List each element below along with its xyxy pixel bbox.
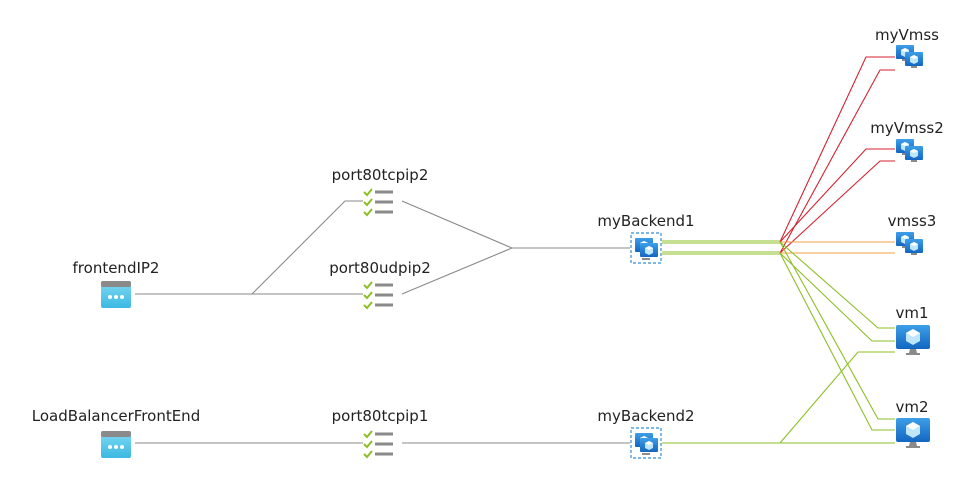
vmss-icon[interactable]	[896, 139, 923, 162]
link-mybackend1-vm1-b	[779, 252, 895, 342]
link-mybackend1-myvmss2-b	[779, 160, 895, 254]
node-label-myvmss[interactable]: myVmss	[875, 26, 939, 44]
vm-icon[interactable]	[896, 325, 930, 355]
link-mybackend1-vm2-a	[779, 241, 895, 420]
link-mybackend1-myvmss2-a	[779, 148, 895, 243]
green-links	[662, 240, 895, 444]
orange-links	[780, 241, 895, 254]
backend-pool-icon[interactable]	[631, 233, 661, 263]
link-junction-port80tcpip2	[251, 200, 363, 295]
node-label-vm1[interactable]: vm1	[895, 304, 929, 322]
node-label-vm2[interactable]: vm2	[895, 398, 929, 416]
vmss-icon[interactable]	[896, 232, 923, 255]
link-mybackend1-myvmss-b	[779, 69, 895, 254]
link-mybackend1-vm1-a	[779, 241, 895, 329]
link-mybackend1-myvmss-a	[779, 56, 895, 243]
frontend-ip-icon[interactable]	[101, 281, 131, 308]
red-links	[779, 56, 895, 254]
node-label-port80udpip2[interactable]: port80udpip2	[329, 259, 431, 277]
vmss-icon[interactable]	[896, 45, 923, 68]
lb-rule-icon[interactable]	[363, 188, 394, 216]
lb-rule-icon[interactable]	[363, 281, 394, 309]
node-label-myvmss2[interactable]: myVmss2	[870, 119, 944, 137]
link-mybackend2-vm1	[779, 351, 895, 444]
node-label-mybackend2[interactable]: myBackend2	[597, 407, 695, 425]
vm-icon[interactable]	[896, 418, 930, 448]
link-port80tcpip2-merge	[401, 200, 513, 249]
node-label-port80tcpip2[interactable]: port80tcpip2	[331, 166, 429, 184]
backend-pool-icon[interactable]	[631, 428, 661, 458]
node-label-mybackend1[interactable]: myBackend1	[597, 212, 695, 230]
node-label-vmss3[interactable]: vmss3	[887, 212, 937, 230]
link-mybackend1-vm2-b	[779, 252, 895, 431]
node-label-frontendip2[interactable]: frontendIP2	[72, 259, 160, 277]
gray-links	[135, 200, 630, 444]
link-port80udpip2-merge	[401, 247, 513, 295]
node-label-loadbalancerfrontend[interactable]: LoadBalancerFrontEnd	[31, 407, 201, 425]
lb-rule-icon[interactable]	[363, 430, 394, 458]
frontend-ip-icon[interactable]	[101, 431, 131, 458]
node-label-port80tcpip1[interactable]: port80tcpip1	[331, 407, 429, 425]
